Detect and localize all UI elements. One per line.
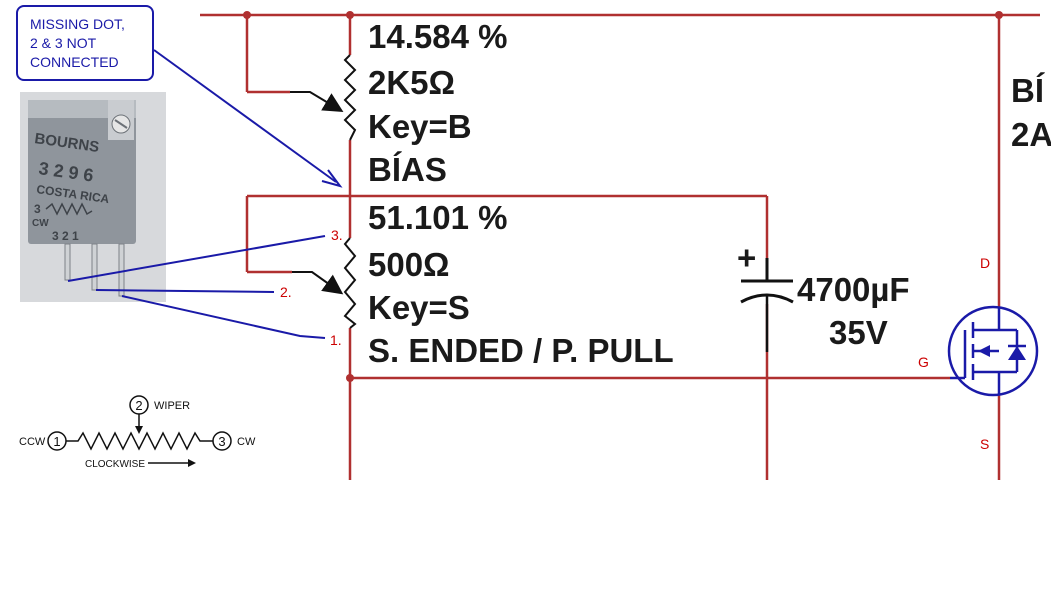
right-label-line2: 2A: [1011, 116, 1051, 153]
capacitor-symbol: [740, 258, 794, 352]
pot-resistor-zigzag: [66, 431, 213, 451]
bias-potentiometer-symbol: [290, 54, 357, 141]
mosfet-body-diode-icon: [1008, 346, 1026, 360]
bias-pot-value: 2K5Ω: [368, 64, 455, 101]
junction-dot: [346, 374, 354, 382]
pot-clockwise-label: CLOCKWISE: [85, 459, 145, 470]
bias-pot-key: Key=B: [368, 108, 472, 145]
bias-pot-name: BÍAS: [368, 151, 447, 188]
mode-resistor-zigzag: [343, 237, 357, 329]
trimmer-pin-3: [64, 243, 71, 281]
pin3-marker: 3.: [331, 227, 343, 243]
mode-pot-name: S. ENDED / P. PULL: [368, 332, 674, 369]
bias-wiper-arrow: [290, 91, 344, 113]
mosfet-drain-label: D: [980, 255, 990, 271]
mosfet-gate-label: G: [918, 354, 929, 370]
clockwise-arrow-icon: [188, 459, 196, 467]
mosfet-source-label: S: [980, 436, 989, 452]
right-label-line1: BÍ: [1011, 72, 1045, 109]
mosfet-symbol: [947, 305, 1039, 397]
trimmer-pin3-mark: 3: [34, 202, 41, 216]
callout-line: MISSING DOT,: [30, 16, 125, 32]
mode-potentiometer-symbol: [292, 237, 357, 329]
pin1-connector-line: [121, 295, 326, 339]
mosfet-body-arrow-icon: [978, 345, 990, 357]
pot-pin1-label: 1: [53, 434, 60, 449]
wires: [200, 13, 1040, 480]
mode-pot-key: Key=S: [368, 289, 470, 326]
pin2-connector-line: [95, 289, 275, 293]
pot-pin2-label: 2: [135, 398, 142, 413]
trimmer-screw-slot: [114, 119, 128, 129]
bias-pot-percent: 14.584 %: [368, 18, 507, 55]
callout-line: CONNECTED: [30, 54, 119, 70]
junction-dot: [243, 11, 251, 19]
junction-dots: [243, 11, 1003, 382]
trimmer-pin-2: [91, 243, 98, 291]
bias-resistor-zigzag: [343, 54, 357, 141]
trimmer-pins: [64, 243, 125, 297]
trimmer-pin-1: [118, 243, 125, 297]
pot-ccw-label: CCW: [19, 436, 46, 448]
trimmer-pins-text: 3 2 1: [52, 229, 79, 243]
pot-cw-label: CW: [237, 436, 256, 448]
trimmer-photo: BOURNS 3 2 9 6 COSTA RICA 3 CW 3 2 1: [20, 92, 166, 302]
capacitor-capacitance: 4700µF: [797, 271, 910, 308]
missing-dot-callout: MISSING DOT, 2 & 3 NOT CONNECTED: [16, 5, 154, 81]
pot-wiper-label: WIPER: [154, 400, 190, 412]
pin3-connector-line: [67, 235, 326, 282]
pin2-marker: 2.: [280, 284, 292, 300]
pot-reference-symbol: 1 2 3 CCW CW WIPER CLOCKWISE: [19, 395, 256, 470]
capacitor-voltage: 35V: [829, 314, 888, 351]
mosfet-body-circle: [947, 305, 1039, 397]
junction-dot: [346, 11, 354, 19]
callout-pointer-line: [153, 49, 337, 183]
capacitor-polarity: +: [737, 239, 756, 276]
mode-wiper-arrow: [292, 271, 344, 295]
trimmer-cw-mark: CW: [32, 218, 49, 229]
callout-pointer-arrowhead-icon: [321, 169, 343, 188]
pot-wiper-arrow-icon: [135, 426, 143, 434]
pot-pin3-label: 3: [218, 434, 225, 449]
junction-dot: [995, 11, 1003, 19]
callout-line: 2 & 3 NOT: [30, 35, 97, 51]
capacitor-plate-negative: [740, 293, 794, 304]
trimmer-resistor-glyph-icon: [45, 202, 93, 216]
annotation-lines: [67, 49, 343, 339]
pin1-marker: 1.: [330, 332, 342, 348]
mode-pot-value: 500Ω: [368, 246, 450, 283]
mode-pot-percent: 51.101 %: [368, 199, 507, 236]
